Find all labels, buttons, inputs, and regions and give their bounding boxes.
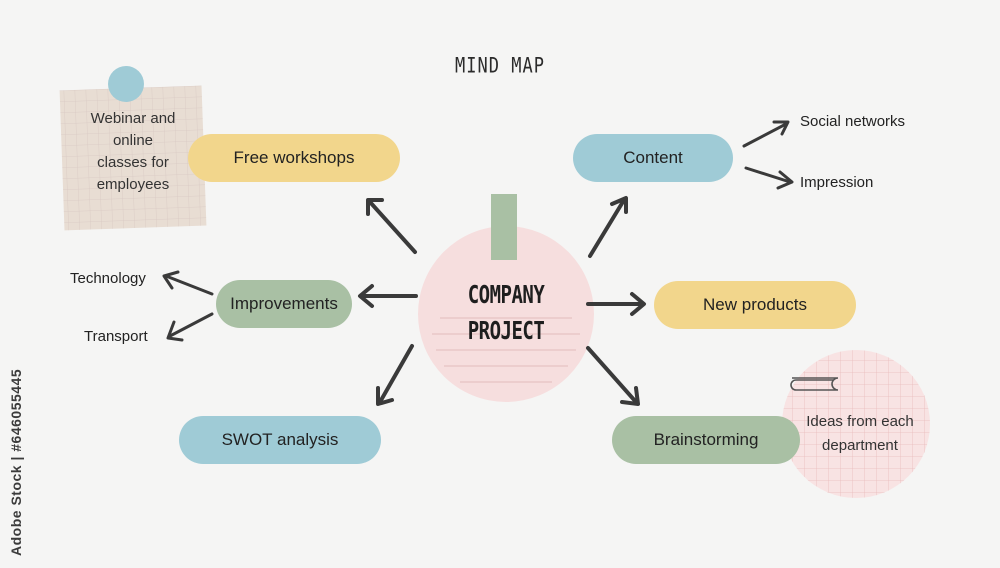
leaf-impression: Impression <box>800 174 874 191</box>
center-line-1: COMPANY <box>467 280 545 310</box>
note-line: Webinar and <box>90 110 176 127</box>
leaf-arrows <box>162 120 794 342</box>
leaf-technology: Technology <box>70 270 146 287</box>
tape-icon <box>491 194 517 260</box>
note-line: Ideas from each <box>806 413 914 430</box>
node-free-workshops: Free workshops <box>188 134 400 182</box>
note-webinar: Webinar and online classes for employees <box>66 108 200 196</box>
note-line: employees <box>96 176 170 193</box>
leaf-transport: Transport <box>84 328 148 345</box>
center-line-2: PROJECT <box>467 316 545 346</box>
note-line: department <box>822 437 898 454</box>
arrows <box>358 196 646 406</box>
paperclip-icon <box>790 377 839 391</box>
sticky-note <box>59 85 207 231</box>
center-circle <box>418 226 594 402</box>
note-ideas: Ideas from each department <box>790 410 930 458</box>
node-swot-analysis: SWOT analysis <box>179 416 381 464</box>
note-line: online <box>112 132 154 149</box>
node-content: Content <box>573 134 733 182</box>
pin-icon <box>108 66 144 102</box>
page-title: MIND MAP <box>455 53 545 79</box>
node-brainstorming: Brainstorming <box>612 416 800 464</box>
leaf-social-networks: Social networks <box>800 113 906 130</box>
note-line: classes for <box>97 154 169 171</box>
stock-watermark: Adobe Stock | #646055445 <box>8 368 24 556</box>
node-improvements: Improvements <box>216 280 352 328</box>
node-new-products: New products <box>654 281 856 329</box>
center-node: COMPANY PROJECT <box>418 280 594 346</box>
center-lines <box>432 317 580 383</box>
